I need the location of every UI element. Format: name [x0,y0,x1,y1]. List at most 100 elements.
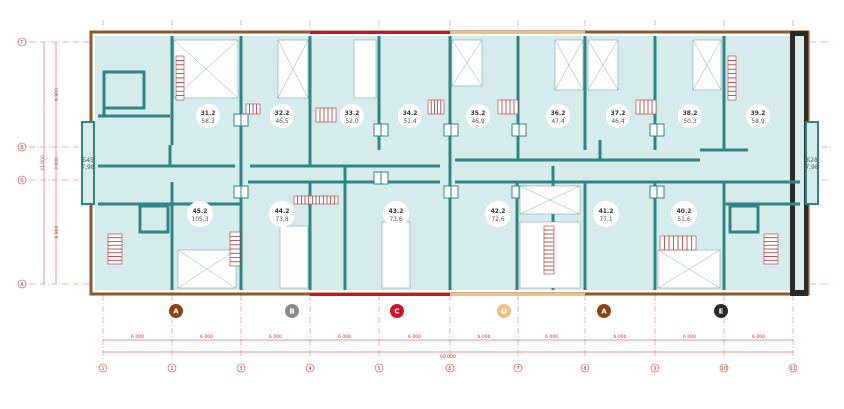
unit-labels: Б457,98Б287,9831.258,332.246,533.252,034… [81,104,819,227]
unit-id: 35.2 [471,110,486,117]
unit-id: 44.2 [275,208,290,215]
unit-label-bg [671,201,697,227]
unit-id: 34.2 [403,110,418,117]
col-axis-label: 1 [101,366,104,372]
row-axis-marker [17,142,27,152]
col-axis-label: 7 [516,366,519,372]
row-axis-marker [17,37,27,47]
col-dimension: 6 000 [614,334,627,340]
unit-label-bg [383,201,409,227]
unit-id: 37.2 [611,110,626,117]
unit-id: 42.2 [491,208,506,215]
col-dimension: 6 000 [200,334,213,340]
section-label: В [289,308,294,316]
col-dimension: 6 000 [478,334,491,340]
unit-area: 51,6 [677,216,691,223]
unit-area: 47,4 [551,118,565,125]
col-axis-label: 8 [583,366,586,372]
row-axis-label: Г [20,40,23,46]
section-label: D [501,308,507,316]
unit-label-bg [466,104,490,128]
col-axis-marker [513,363,523,373]
unit-area: 46,4 [611,118,625,125]
col-axis-marker [167,363,177,373]
stair-right-id: Б28 [806,157,818,164]
unit-id: 41.2 [599,208,614,215]
total-width: 60 000 [440,354,456,360]
unit-label-bg [187,201,213,227]
stair-left-id: Б45 [82,157,94,164]
col-dimension: 6 000 [545,334,558,340]
col-axis-label: 11 [790,366,796,372]
facade-strips [310,31,808,296]
unit-area: 52,0 [345,118,359,125]
row-axis-marker [17,279,27,289]
bathroom-cores [233,113,665,199]
unit-id: 32.2 [275,110,290,117]
row-axis-marker [17,175,27,185]
unit-label-bg [269,201,295,227]
unit-area: 46,9 [471,118,485,125]
col-dimension: 6 000 [269,334,282,340]
section-label: А [173,308,179,316]
unit-label-bg [398,104,422,128]
row-axis-label: В [20,145,24,151]
unit-label-bg [746,104,770,128]
col-dimension: 6 000 [683,334,696,340]
void-marks [173,39,722,289]
col-axis-marker [98,363,108,373]
entrance-left [81,121,95,205]
unit-area: 58,9 [751,118,765,125]
unit-id: 43.2 [389,208,404,215]
col-axis-label: 4 [308,366,311,372]
section-badge [497,304,511,318]
unit-label-bg [340,104,364,128]
col-axis-label: 2 [170,366,173,372]
col-axis-marker [374,363,384,373]
col-axis-label: 3 [239,366,242,372]
row-dimension: 6 900 [54,88,60,101]
unit-area: 72,6 [491,216,505,223]
unit-id: 40.2 [677,208,692,215]
col-axis-marker [445,363,455,373]
unit-id: 38.2 [683,110,698,117]
col-axis-marker [580,363,590,373]
unit-id: 33.2 [345,110,360,117]
section-badge [169,304,183,318]
unit-label-bg [270,104,294,128]
unit-label-bg [678,104,702,128]
unit-label-bg [606,104,630,128]
col-axis-label: 9 [653,366,656,372]
unit-label-bg [196,104,220,128]
total-height: 21 000 [40,155,46,171]
col-axis-marker [650,363,660,373]
unit-area: 51,4 [403,118,417,125]
unit-area: 105,3 [191,216,208,223]
stair-left-area: 7,98 [81,164,95,171]
col-axis-label: 10 [721,366,727,372]
col-axis-marker [305,363,315,373]
section-label: Е [719,308,724,316]
section-badge [285,304,299,318]
unit-area: 73,6 [389,216,403,223]
col-axis-marker [719,363,729,373]
unit-id: 36.2 [551,110,566,117]
unit-area: 77,1 [599,216,613,223]
stairs [107,55,779,275]
col-axis-label: 6 [448,366,451,372]
section-badge [597,304,611,318]
col-dimension: 6 000 [338,334,351,340]
unit-area: 58,3 [201,118,215,125]
unit-area: 73,8 [275,216,289,223]
col-axis-label: 5 [377,366,380,372]
unit-area: 50,3 [683,118,697,125]
unit-id: 39.2 [751,110,766,117]
stair-right-area: 7,98 [805,164,819,171]
unit-id: 31.2 [201,110,216,117]
unit-label-bg [485,201,511,227]
row-dimension: 6 900 [54,225,60,238]
row-dimension: 3 000 [54,157,60,170]
section-badge [714,304,728,318]
